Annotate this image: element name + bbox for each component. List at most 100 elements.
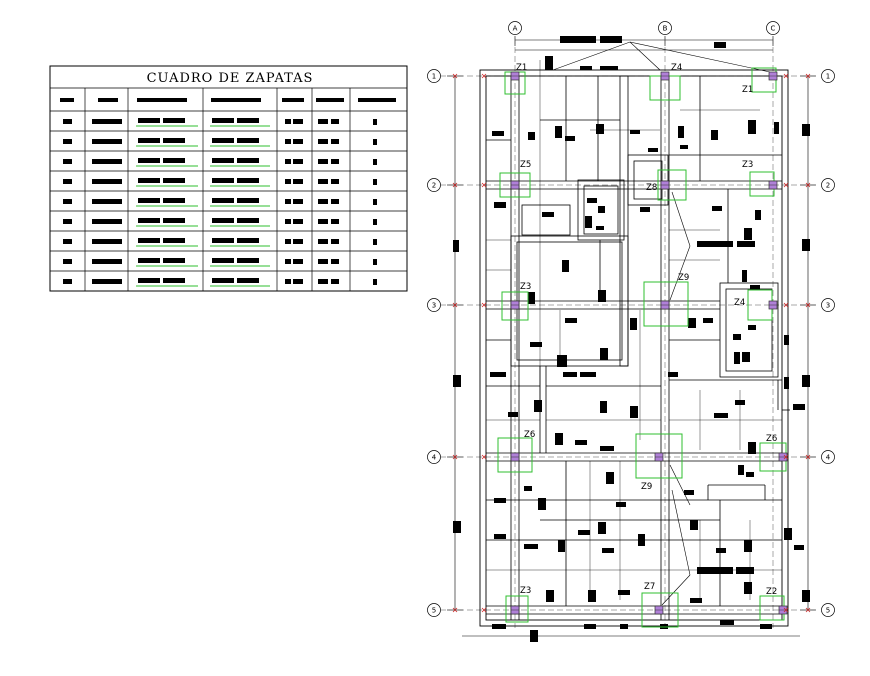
text-placeholder-bar bbox=[648, 148, 658, 152]
grid-row-label: 1 bbox=[432, 73, 436, 81]
text-placeholder-bar bbox=[530, 342, 542, 347]
text-placeholder-bar bbox=[678, 126, 684, 138]
text-placeholder-bar bbox=[494, 534, 506, 539]
text-placeholder-bar bbox=[684, 490, 694, 495]
text-placeholder-bar bbox=[538, 498, 546, 510]
footing-label: Z6 bbox=[524, 430, 535, 440]
footing: Z1 bbox=[504, 63, 527, 95]
text-placeholder-bar bbox=[802, 590, 810, 602]
text-placeholder-bar bbox=[712, 206, 722, 211]
grid-column-marker: C bbox=[766, 21, 780, 35]
footing: Z6 bbox=[759, 434, 788, 472]
text-placeholder-bar bbox=[580, 66, 592, 70]
text-placeholder-bar bbox=[774, 122, 779, 134]
text-placeholder-bar bbox=[690, 520, 698, 530]
text-placeholder-bar bbox=[555, 433, 563, 445]
footing-label: Z1 bbox=[516, 63, 527, 73]
table-header-cell bbox=[316, 98, 344, 102]
footing-outline bbox=[505, 595, 529, 623]
grid-row-marker: 1 bbox=[427, 69, 441, 83]
text-placeholder-bar bbox=[600, 348, 608, 360]
grid-column-label: B bbox=[663, 25, 668, 33]
table-body bbox=[50, 88, 407, 291]
text-placeholder-bar bbox=[528, 132, 535, 140]
table-row bbox=[63, 218, 377, 227]
text-placeholder-bar bbox=[620, 624, 628, 629]
grid-row-marker: 3 bbox=[427, 298, 441, 312]
text-placeholder-bar bbox=[733, 334, 741, 340]
table-header-cell bbox=[60, 98, 74, 102]
text-placeholder-bar bbox=[546, 590, 554, 602]
text-placeholder-bar bbox=[630, 406, 638, 418]
footing: Z2 bbox=[759, 587, 788, 621]
footing-label: Z3 bbox=[520, 586, 531, 596]
text-placeholder-bar bbox=[737, 241, 755, 247]
table-row bbox=[63, 158, 377, 167]
footing-outline bbox=[641, 592, 679, 628]
footing: Z3 bbox=[505, 586, 531, 623]
footing: Z7 bbox=[641, 582, 679, 628]
table-header-cell bbox=[358, 98, 396, 102]
text-placeholder-bar bbox=[697, 567, 733, 574]
text-placeholder-bar bbox=[585, 216, 592, 228]
text-placeholder-bar bbox=[557, 355, 567, 367]
table-title: CUADRO DE ZAPATAS bbox=[147, 71, 314, 86]
table-header-cell bbox=[282, 98, 304, 102]
text-placeholder-bar bbox=[508, 412, 518, 417]
text-placeholder-bar bbox=[542, 212, 554, 217]
footing-label: Z2 bbox=[766, 587, 777, 597]
text-placeholder-bar bbox=[744, 540, 752, 552]
text-placeholder-bar bbox=[494, 498, 506, 503]
grid-row-marker: 5 bbox=[427, 603, 441, 617]
table-row bbox=[63, 138, 377, 147]
grid-row-marker: 4 bbox=[821, 450, 835, 464]
table-border bbox=[49, 65, 408, 292]
footing-label: Z5 bbox=[520, 160, 531, 170]
text-placeholder-bar bbox=[490, 372, 506, 377]
text-placeholder-bar bbox=[534, 400, 542, 412]
text-placeholder-bar bbox=[580, 372, 596, 377]
footing-outline bbox=[657, 169, 687, 201]
footing: Z8 bbox=[646, 169, 687, 201]
text-placeholder-bar bbox=[714, 42, 726, 48]
grid-row-label: 1 bbox=[826, 73, 830, 81]
table-row bbox=[63, 178, 377, 187]
grid-row-label: 3 bbox=[432, 302, 436, 310]
text-placeholder-bar bbox=[748, 442, 756, 454]
text-placeholder-bar bbox=[602, 548, 614, 553]
text-placeholder-bar bbox=[558, 540, 565, 552]
text-placeholder-bar bbox=[563, 372, 577, 377]
text-placeholder-bar bbox=[784, 377, 789, 389]
text-placeholder-bar bbox=[736, 567, 754, 574]
grid-row-marker: 2 bbox=[821, 178, 835, 192]
text-placeholder-bar bbox=[716, 548, 726, 553]
text-placeholder-bar bbox=[600, 66, 618, 70]
text-placeholder-bar bbox=[744, 228, 752, 240]
footing-label: Z9 bbox=[641, 482, 652, 492]
text-placeholder-bar bbox=[750, 285, 760, 290]
text-placeholder-bar bbox=[746, 472, 754, 477]
table-header-cell bbox=[211, 98, 261, 102]
grid-row-marker: 4 bbox=[427, 450, 441, 464]
text-placeholder-bar bbox=[760, 624, 772, 629]
table-header-cell bbox=[137, 98, 187, 102]
grid-row-label: 5 bbox=[432, 607, 436, 615]
text-placeholder-bar bbox=[802, 239, 810, 251]
text-placeholder-bar bbox=[714, 413, 728, 418]
footing-schedule-table: CUADRO DE ZAPATAS bbox=[49, 65, 408, 292]
outer-walls bbox=[479, 69, 789, 627]
text-placeholder-bar bbox=[744, 582, 752, 594]
footing-label: Z3 bbox=[742, 160, 753, 170]
text-placeholder-bar bbox=[596, 226, 604, 230]
footing: Z1 bbox=[742, 67, 778, 95]
grid-crossing-marks bbox=[452, 73, 811, 613]
footing: Z9 bbox=[635, 433, 683, 492]
footing-outline bbox=[497, 437, 533, 473]
text-placeholder-bar bbox=[600, 446, 614, 451]
footing: Z4 bbox=[734, 289, 778, 321]
grid-row-label: 5 bbox=[826, 607, 830, 615]
footing-label: Z4 bbox=[734, 298, 745, 308]
text-placeholder-bar bbox=[748, 325, 756, 330]
grid-column-label: A bbox=[513, 25, 518, 33]
